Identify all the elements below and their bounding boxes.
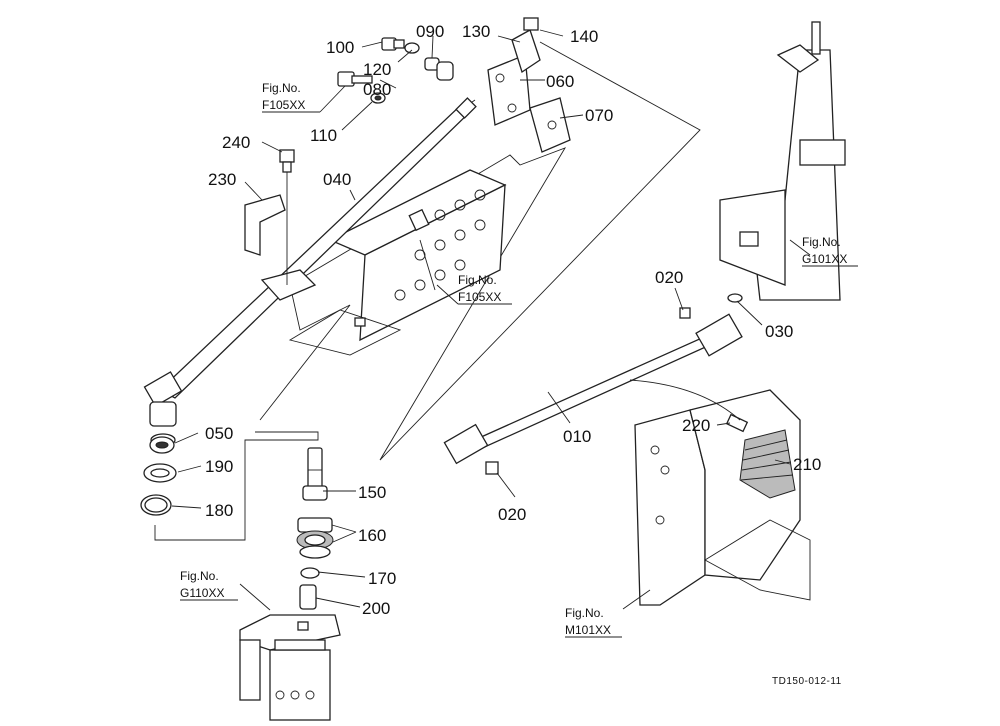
label-140: 140 [570,27,598,46]
leader-lines [171,29,811,611]
label-160: 160 [358,526,386,545]
fig-ref-code: G110XX [180,586,224,600]
label-020-upper: 020 [655,268,683,287]
label-180: 180 [205,501,233,520]
label-090: 090 [416,22,444,41]
label-050: 050 [205,424,233,443]
fig-ref-g101: Fig.No. G101XX [802,235,858,267]
shaft-010 [443,307,743,475]
label-060: 060 [546,72,574,91]
label-100: 100 [326,38,354,57]
fig-ref-title: Fig.No. [802,235,841,249]
drawing-code: TD150-012-11 [772,676,842,687]
label-170: 170 [368,569,396,588]
part-170 [300,567,320,579]
label-240: 240 [222,133,250,152]
label-210: 210 [793,455,821,474]
label-020-lower: 020 [498,505,526,524]
bushing-090 [424,57,454,81]
universal-joint-lower [143,371,183,447]
bolt-130-140 [523,17,539,31]
bolt-100 [381,37,405,51]
label-200: 200 [362,599,390,618]
lower-bracket [239,614,341,721]
plate-060 [487,29,541,126]
fig-ref-title: Fig.No. [262,81,301,95]
plate-070 [529,97,571,153]
washer-110 [370,92,386,104]
part-labels: 100 090 130 140 120 060 080 110 070 240 … [205,22,821,618]
frame-plate [288,169,507,356]
label-040: 040 [323,170,351,189]
part-160 [296,517,334,559]
part-150 [302,447,328,501]
fig-ref-f105-mid: Fig.No. F105XX [436,273,512,305]
fig-ref-code: F105XX [262,98,305,112]
bolt-240 [279,149,295,173]
fig-ref-title: Fig.No. [180,569,219,583]
bolt-080 [337,71,373,87]
label-150: 150 [358,483,386,502]
label-130: 130 [462,22,490,41]
fig-ref-code: M101XX [565,623,611,637]
fig-ref-g110: Fig.No. G110XX [180,569,238,601]
clip-220 [725,413,749,433]
part-190 [143,463,177,483]
label-030: 030 [765,322,793,341]
part-200 [299,584,317,610]
sub-assembly-outline [154,431,319,541]
label-220: 220 [682,416,710,435]
fig-ref-title: Fig.No. [565,606,604,620]
boot-210 [739,429,796,499]
fig-ref-code: G101XX [802,252,847,266]
fig-ref-f105-top: Fig.No. F105XX [262,81,346,113]
label-190: 190 [205,457,233,476]
part-050 [149,436,175,454]
label-010: 010 [563,427,591,446]
fig-ref-code: F105XX [458,290,501,304]
label-230: 230 [208,170,236,189]
fig-ref-m101: Fig.No. M101XX [565,606,622,638]
fig-ref-title: Fig.No. [458,273,497,287]
bracket-230 [244,165,317,301]
steering-column [719,21,846,303]
motion-arrow [629,379,741,421]
label-110: 110 [310,126,337,145]
group-outline [259,41,701,461]
part-180 [140,494,172,516]
label-120: 120 [363,60,391,79]
label-070: 070 [585,106,613,125]
washer-120 [404,42,420,54]
fender-panel [634,389,811,606]
label-080: 080 [363,80,391,99]
